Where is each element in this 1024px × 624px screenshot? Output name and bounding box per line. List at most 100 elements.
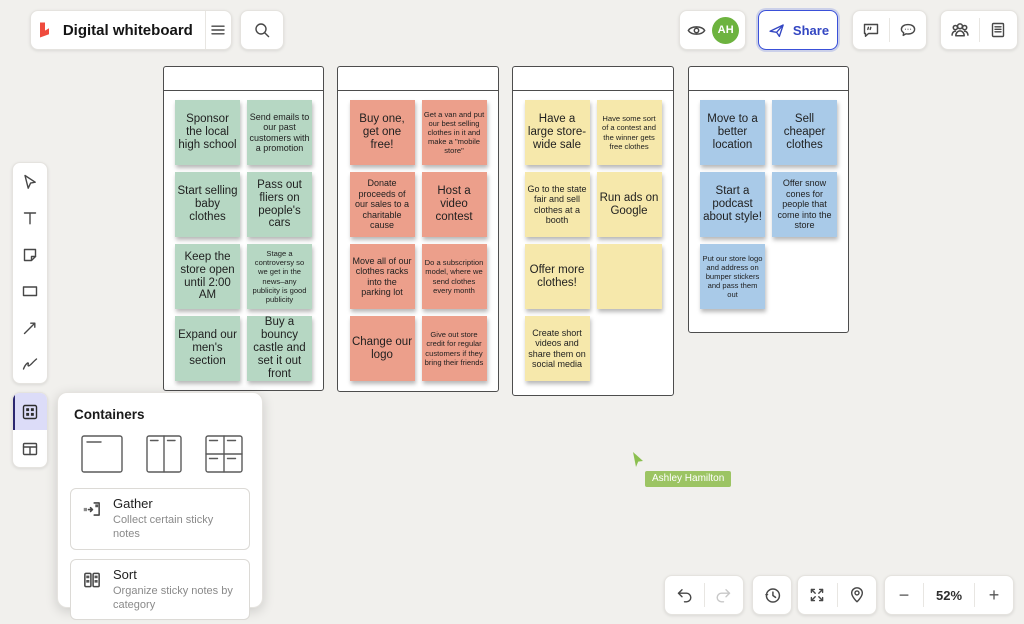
gather-label: Gather	[113, 496, 153, 511]
sticky-note[interactable]: Sell cheaper clothes	[772, 100, 837, 165]
presence-card: AH	[679, 10, 746, 50]
sticky-note[interactable]: Move to a better location	[700, 100, 765, 165]
pen-tool[interactable]	[12, 346, 48, 382]
document-title[interactable]: Digital whiteboard	[62, 21, 193, 39]
sticky-note[interactable]: Create short videos and share them on so…	[524, 316, 590, 381]
container-title-bar[interactable]	[164, 67, 323, 91]
container-title-bar[interactable]	[689, 67, 848, 91]
gather-description: Collect certain sticky notes	[113, 514, 214, 541]
tool-palette	[12, 162, 48, 384]
sticky-note[interactable]: Have a large store-wide sale	[524, 100, 590, 165]
zoom-out-button[interactable]: −	[898, 584, 910, 605]
sticky-note[interactable]	[596, 244, 662, 309]
redo-icon	[716, 589, 730, 603]
undo-icon	[678, 589, 692, 603]
container-title-bar[interactable]	[338, 67, 498, 91]
expand-icon	[810, 588, 824, 602]
sticky-note[interactable]: Start selling baby clothes	[175, 172, 240, 237]
redo-button[interactable]	[705, 576, 744, 614]
sticky-note[interactable]: Do a subscription model, where we send c…	[421, 244, 487, 309]
sticky-container[interactable]: Buy one, get one free!Get a van and put …	[337, 66, 499, 392]
sticky-note[interactable]: Offer more clothes!	[524, 244, 590, 309]
avatar[interactable]: AH	[712, 16, 740, 44]
lucid-logo-icon[interactable]	[31, 20, 57, 40]
container-title-bar[interactable]	[513, 67, 673, 91]
sort-icon	[84, 572, 100, 587]
comment-button[interactable]	[853, 11, 889, 49]
two-column-container-button[interactable]	[145, 434, 183, 474]
history-button[interactable]	[752, 575, 792, 615]
containers-panel: Containers Gather Collect certain sticky…	[57, 392, 263, 621]
shape-tool[interactable]	[12, 273, 48, 309]
four-quadrant-container-button[interactable]	[204, 434, 244, 474]
arrow-icon	[23, 322, 36, 335]
sticky-note-tool[interactable]	[12, 237, 48, 273]
sticky-note[interactable]: Donate proceeds of our sales to a charit…	[349, 172, 415, 237]
sticky-note[interactable]: Expand our men's section	[175, 316, 240, 381]
sticky-note[interactable]: Go to the state fair and sell clothes at…	[524, 172, 590, 237]
zoom-in-button[interactable]: +	[988, 584, 1000, 605]
sticky-note[interactable]: Run ads on Google	[596, 172, 662, 237]
line-tool[interactable]	[12, 310, 48, 346]
remote-cursor: Ashley Hamilton	[632, 452, 732, 487]
comments-card	[852, 10, 927, 50]
sticky-note[interactable]: Get a van and put our best selling cloth…	[421, 100, 487, 165]
panel-title: Containers	[74, 407, 145, 422]
layout-icon	[22, 442, 38, 455]
rectangle-icon	[22, 286, 38, 297]
sticky-note[interactable]: Put our store logo and address on bumper…	[700, 244, 765, 309]
chat-bubble-icon	[900, 23, 916, 37]
container-body: Buy one, get one free!Get a van and put …	[338, 91, 498, 390]
people-icon	[951, 23, 969, 37]
search-button[interactable]	[240, 10, 284, 50]
sticky-note[interactable]: Stage a controversy so we get in the new…	[247, 244, 312, 309]
cursor-icon	[24, 174, 36, 189]
sticky-note[interactable]: Start a podcast about style!	[700, 172, 765, 237]
sticky-note[interactable]: Send emails to our past customers with a…	[247, 100, 312, 165]
visibility-eye-icon[interactable]	[686, 20, 707, 41]
share-button[interactable]: Share	[758, 10, 838, 50]
collaborators-button[interactable]	[941, 11, 979, 49]
collaboration-card	[940, 10, 1018, 50]
text-icon	[23, 212, 37, 225]
sticky-note[interactable]: Buy one, get one free!	[349, 100, 415, 165]
sticky-note-icon	[23, 248, 37, 261]
sticky-note[interactable]: Buy a bouncy castle and set it out front	[247, 316, 312, 381]
single-container-button[interactable]	[80, 434, 124, 474]
fit-to-screen-button[interactable]	[798, 576, 837, 614]
sticky-note[interactable]: Move all of our clothes racks into the p…	[349, 244, 415, 309]
sticky-note[interactable]: Change our logo	[349, 316, 415, 381]
sticky-note[interactable]: Have some sort of a contest and the winn…	[596, 100, 662, 165]
undo-redo-card	[664, 575, 744, 615]
text-tool[interactable]	[12, 200, 48, 236]
sort-description: Organize sticky notes by category	[113, 584, 233, 611]
sticky-note[interactable]: Sponsor the local high school	[175, 100, 240, 165]
remote-cursor-icon	[633, 452, 643, 467]
chat-button[interactable]	[890, 11, 926, 49]
gather-icon	[83, 502, 100, 516]
share-button-label: Share	[792, 22, 830, 38]
document-notes-icon	[992, 22, 1005, 38]
sticky-note[interactable]: Keep the store open until 2:00 AM	[175, 244, 240, 309]
sticky-note[interactable]: Host a video contest	[421, 172, 487, 237]
undo-button[interactable]	[665, 576, 704, 614]
sticky-note[interactable]: Give out store credit for regular custom…	[421, 316, 487, 381]
sort-button[interactable]: Sort Organize sticky notes by category	[70, 558, 250, 621]
sticky-note[interactable]: Pass out fliers on people's cars	[247, 172, 312, 237]
main-menu-button[interactable]	[204, 11, 231, 49]
gather-button[interactable]: Gather Collect certain sticky notes	[70, 488, 250, 550]
notes-panel-button[interactable]	[980, 11, 1018, 49]
zoom-level[interactable]: 52%	[935, 587, 963, 603]
layout-tool[interactable]	[13, 430, 47, 467]
sticky-note[interactable]: Offer snow cones for people that come in…	[772, 172, 837, 237]
locate-button[interactable]	[838, 576, 877, 614]
select-tool[interactable]	[12, 164, 48, 200]
remote-cursor-name: Ashley Hamilton	[645, 471, 732, 487]
container-type-row	[80, 434, 250, 474]
containers-tool[interactable]	[13, 393, 47, 430]
